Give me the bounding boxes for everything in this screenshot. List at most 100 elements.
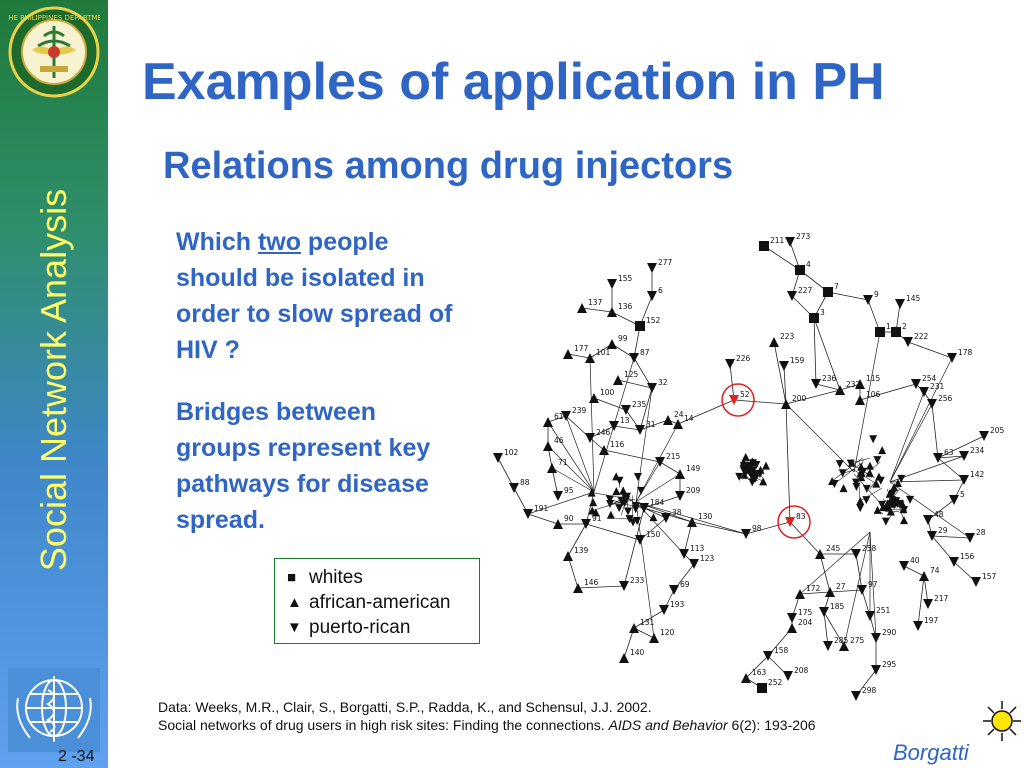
node-label: 217	[934, 594, 949, 603]
network-node: 205	[979, 426, 1005, 441]
network-node: 32	[647, 378, 668, 393]
node-marker	[959, 475, 969, 485]
node-marker	[607, 279, 617, 289]
node-marker	[547, 463, 557, 473]
network-edge	[859, 383, 917, 401]
node-marker	[795, 589, 805, 599]
question-emphasis: two	[257, 228, 301, 256]
node-label: 157	[982, 572, 997, 581]
node-label: 155	[618, 274, 633, 283]
node-label: 113	[690, 544, 705, 553]
cluster-node	[617, 496, 626, 505]
network-edge	[937, 457, 965, 481]
node-label: 137	[588, 298, 603, 307]
node-marker	[577, 303, 587, 313]
network-edge	[613, 425, 641, 431]
node-marker	[675, 469, 685, 479]
node-marker	[959, 451, 969, 461]
network-edge	[789, 521, 821, 555]
doh-seal-icon: REPUBLIC OF THE PHILIPPINES DEPARTMENT O…	[8, 6, 100, 98]
node-label: 204	[798, 618, 813, 627]
node-label: 145	[906, 294, 921, 303]
network-edge	[783, 365, 787, 405]
node-label: 290	[882, 628, 897, 637]
network-edge	[869, 531, 877, 639]
network-node: 215	[655, 452, 681, 467]
node-marker	[659, 605, 669, 615]
node-marker	[949, 495, 959, 505]
network-node: 38	[661, 508, 682, 523]
legend-item-whites: ■ whites	[287, 565, 479, 590]
cluster-node	[633, 472, 642, 481]
network-node: 172	[795, 584, 821, 599]
node-marker	[543, 441, 553, 451]
node-label: 63	[944, 448, 954, 457]
network-edge	[633, 325, 641, 359]
network-edge	[603, 449, 661, 463]
network-node: 69	[669, 580, 690, 595]
network-edge	[677, 399, 735, 425]
network-node: 175	[787, 608, 813, 623]
node-marker	[635, 535, 645, 545]
node-label: 87	[640, 348, 650, 357]
network-node: 113	[679, 544, 705, 559]
node-marker	[927, 399, 937, 409]
cluster-node	[741, 468, 750, 477]
network-node: 227	[787, 286, 813, 301]
node-marker	[607, 307, 617, 317]
network-node: 1	[875, 322, 891, 337]
network-node: 290	[871, 628, 897, 643]
node-marker	[635, 321, 645, 331]
network-edge	[589, 425, 615, 439]
network-node: 235	[621, 400, 647, 415]
network-edge	[931, 403, 939, 459]
node-marker	[647, 383, 657, 393]
legend-item-african-american: ▲ african-american	[287, 590, 479, 615]
node-label: 252	[768, 678, 783, 687]
slide-number: 2 -34	[58, 748, 95, 765]
cluster-node	[741, 452, 750, 461]
node-marker	[835, 385, 845, 395]
network-edge	[931, 535, 971, 539]
cluster-node	[869, 435, 878, 444]
node-label: 139	[574, 546, 589, 555]
network-edge	[551, 467, 595, 493]
node-marker	[809, 313, 819, 323]
node-label: 131	[640, 618, 655, 627]
network-edge	[567, 523, 587, 557]
node-marker	[979, 431, 989, 441]
citation-line-1: Data: Weeks, M.R., Clair, S., Borgatti, …	[158, 699, 652, 715]
node-marker	[663, 415, 673, 425]
network-edge	[659, 461, 681, 475]
legend-label: whites	[309, 566, 363, 588]
node-marker	[851, 691, 861, 701]
network-edge	[635, 501, 655, 639]
network-node: 217	[923, 594, 949, 609]
node-label: 285	[834, 636, 849, 645]
node-marker	[553, 491, 563, 501]
node-marker	[855, 379, 865, 389]
node-marker	[647, 291, 657, 301]
network-edge	[643, 507, 667, 519]
node-label: 46	[554, 436, 564, 445]
node-marker	[785, 237, 795, 247]
network-node: 97	[857, 580, 878, 595]
node-label: 158	[774, 646, 789, 655]
network-edge	[567, 555, 579, 589]
network-node: 149	[675, 464, 701, 479]
node-label: 140	[630, 648, 645, 657]
network-edge	[889, 403, 933, 483]
node-marker	[923, 515, 933, 525]
node-marker	[635, 425, 645, 435]
network-edge	[577, 585, 625, 589]
cluster-node	[591, 508, 600, 517]
node-marker	[687, 517, 697, 527]
node-label: 159	[790, 356, 805, 365]
network-edge	[635, 505, 641, 508]
node-label: 245	[826, 544, 841, 553]
network-node: 91	[581, 514, 602, 529]
network-node: 4	[795, 260, 811, 275]
node-marker	[871, 633, 881, 643]
node-label: 233	[630, 576, 645, 585]
network-edge	[869, 476, 880, 490]
